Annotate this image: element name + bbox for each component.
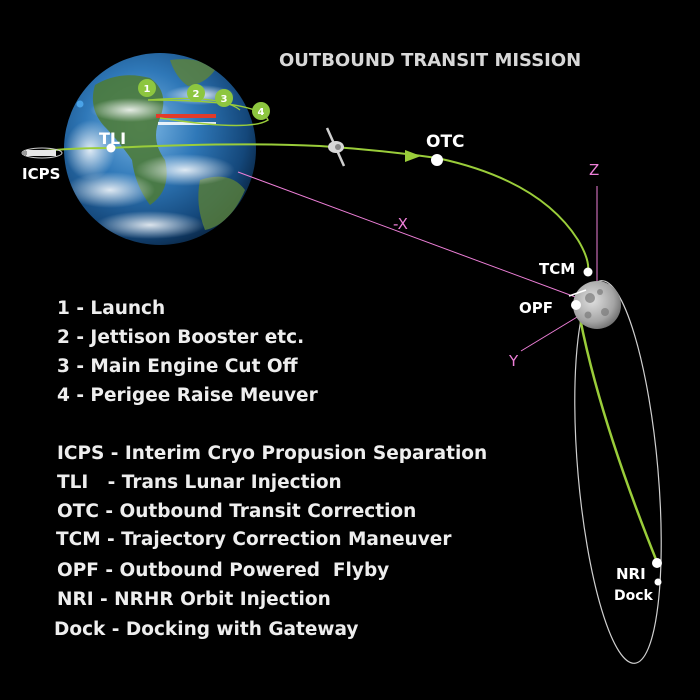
x-axis-label: -X	[393, 215, 408, 233]
icps-label: ICPS	[22, 165, 60, 183]
spacecraft-icon	[325, 127, 346, 167]
tli-point	[106, 143, 116, 153]
launch-step-badges: 1 2 3 4	[138, 79, 270, 120]
step-badge-2: 2	[187, 84, 205, 102]
otc-point	[431, 154, 443, 166]
opf-point	[571, 300, 581, 310]
step-badge-4-label: 4	[258, 107, 265, 118]
diagram-title: OUTBOUND TRANSIT MISSION	[279, 50, 581, 71]
nrho-orbit	[574, 280, 662, 664]
nri-point	[652, 558, 662, 568]
y-axis-label: Y	[508, 352, 519, 370]
step-badge-3: 3	[215, 89, 233, 107]
otc-label: OTC	[426, 132, 465, 152]
nri-label: NRI	[616, 565, 646, 583]
z-axis-label: Z	[589, 161, 599, 179]
trajectory	[27, 97, 659, 563]
tcm-label: TCM	[539, 260, 575, 278]
step-badge-1: 1	[138, 79, 156, 97]
trajectory-nri-segment	[578, 317, 659, 563]
dock-point	[654, 578, 662, 586]
dock-label: Dock	[614, 588, 654, 604]
tcm-point	[583, 267, 593, 277]
trajectory-otc-segment	[319, 145, 590, 273]
x-axis-line	[237, 171, 598, 306]
step-badge-2-label: 2	[193, 89, 200, 100]
opf-label: OPF	[519, 299, 553, 317]
icps-stage-icon	[21, 147, 63, 159]
step-badge-4: 4	[252, 102, 270, 120]
step-badge-1-label: 1	[144, 84, 151, 95]
tli-label: TLI	[99, 129, 126, 148]
direction-arrow-icon	[405, 150, 421, 162]
trajectory-tli-segment	[27, 143, 321, 154]
step-badge-3-label: 3	[221, 94, 228, 105]
parking-orbit	[147, 99, 269, 127]
launch-track-marker	[156, 114, 216, 118]
tracking-dot	[76, 100, 84, 108]
moon	[568, 281, 621, 329]
